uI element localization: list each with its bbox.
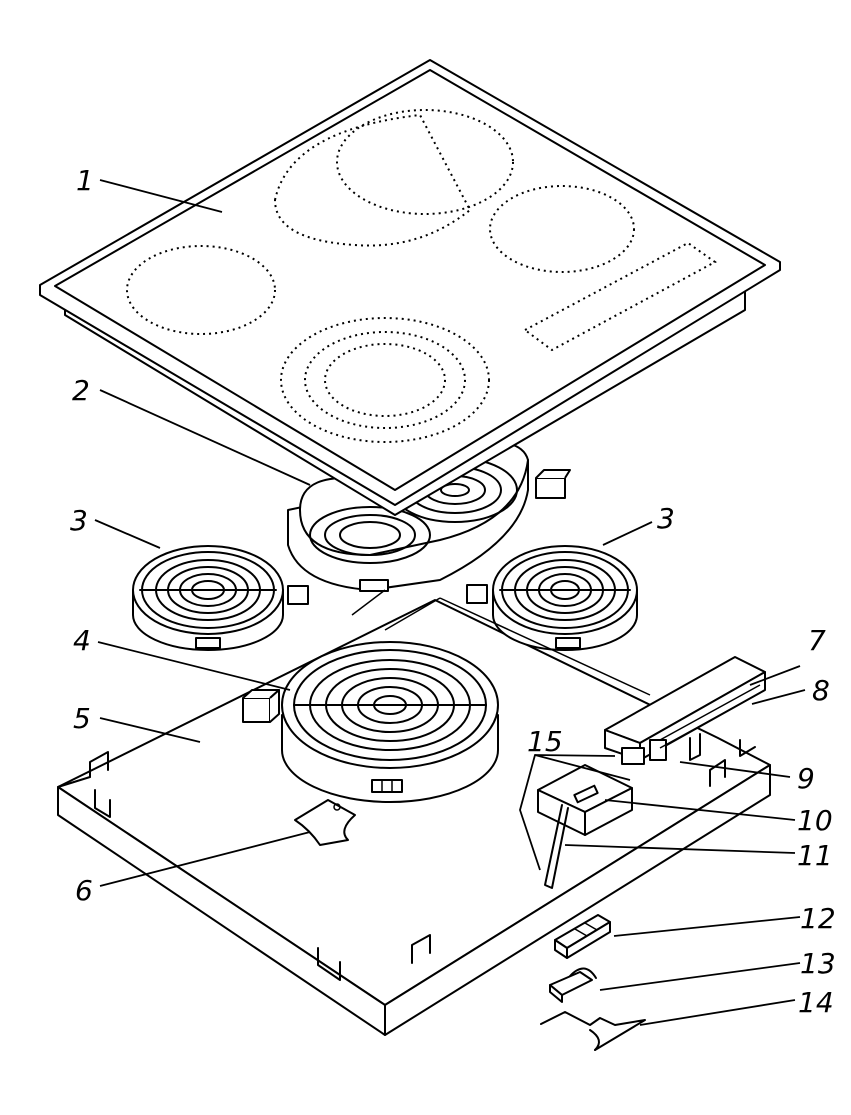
label-3-right: 3 [657, 502, 675, 535]
callout-labels: 1 2 3 3 4 5 6 7 8 9 10 11 12 13 14 15 [70, 164, 836, 1019]
terminal-housing [537, 764, 633, 836]
label-14: 14 [798, 986, 834, 1019]
label-15: 15 [527, 725, 563, 758]
guide-lines [351, 589, 651, 696]
ceramic-glass-top [39, 59, 781, 516]
label-2: 2 [72, 374, 90, 407]
label-5: 5 [73, 702, 91, 735]
left-radiant-burner [132, 545, 309, 651]
bracket-plate [540, 1011, 646, 1051]
label-9: 9 [797, 762, 815, 795]
cable-bracket [544, 804, 569, 889]
thermal-fuse [549, 967, 597, 1003]
label-1: 1 [76, 164, 94, 197]
label-8: 8 [812, 674, 830, 707]
label-3-left: 3 [70, 504, 88, 537]
label-12: 12 [800, 902, 836, 935]
leader-lines [94, 179, 806, 1026]
base-tray [57, 599, 771, 1036]
large-radiant-burner [242, 641, 499, 803]
label-6: 6 [75, 874, 93, 907]
label-11: 11 [797, 839, 833, 872]
label-10: 10 [797, 804, 833, 837]
label-7: 7 [808, 624, 826, 657]
label-13: 13 [800, 947, 836, 980]
terminal-block [554, 914, 611, 959]
control-module [604, 656, 766, 765]
retaining-clip [294, 799, 356, 846]
label-4: 4 [73, 624, 91, 657]
right-radiant-burner [466, 545, 638, 651]
